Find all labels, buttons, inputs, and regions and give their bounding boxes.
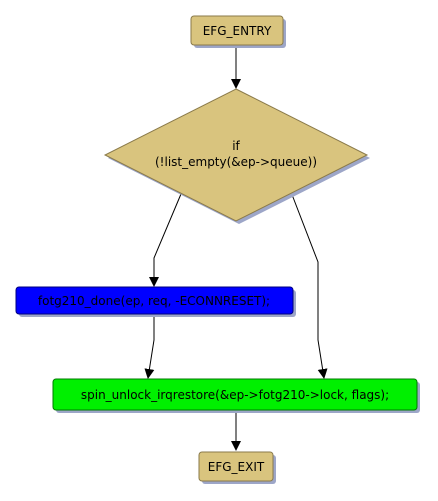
exit-node-label: EFG_EXIT [208,460,265,474]
condition-node: if (!list_empty(&ep->queue)) [103,88,370,224]
edges [144,46,328,451]
condition-node-diamond [103,88,369,222]
condition-node-line1: if [232,139,240,153]
entry-node-box [190,15,284,46]
entry-node: EFG_ENTRY [190,15,286,48]
exit-node: EFG_EXIT [198,451,276,484]
unlock-node-label: spin_unlock_irqrestore(&ep->fotg210->loc… [81,388,389,402]
condition-node-line2: (!list_empty(&ep->queue)) [155,155,317,169]
entry-node-label: EFG_ENTRY [203,24,272,38]
edge-condition-to-done [149,193,182,287]
edge-condition-to-unlock [290,191,328,379]
done-node-box [15,286,294,315]
exit-node-box [198,451,274,482]
edge-done-to-unlock [144,314,155,379]
done-node-label: fotg210_done(ep, req, -ECONNRESET); [38,294,270,308]
done-node: fotg210_done(ep, req, -ECONNRESET); [15,286,296,317]
unlock-node: spin_unlock_irqrestore(&ep->fotg210->loc… [52,378,420,413]
unlock-node-box [52,378,418,411]
